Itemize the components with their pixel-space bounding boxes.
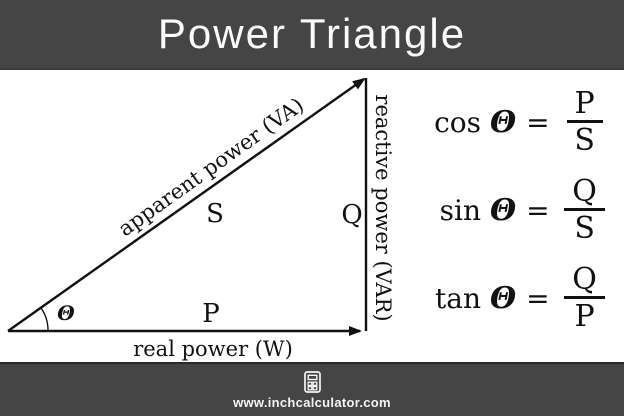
angle-theta-label: Θ (57, 301, 75, 325)
equation-tan: tan Θ = Q P (425, 254, 620, 342)
theta-symbol: Θ (490, 192, 517, 228)
header-banner: Power Triangle (0, 0, 624, 70)
equation-sin: sin Θ = Q S (425, 166, 620, 254)
fraction-denominator: S (574, 123, 595, 158)
real-power-label: real power (W) (133, 337, 293, 361)
fraction-denominator: P (574, 299, 595, 334)
equations-panel: cos Θ = P S sin Θ = Q S tan Θ = Q P (425, 78, 620, 342)
website-url: www.inchcalculator.com (233, 394, 391, 410)
footer-banner: www.inchcalculator.com (0, 362, 624, 416)
theta-symbol: Θ (490, 104, 517, 140)
symbol-q: Q (341, 200, 363, 230)
symbol-p: P (202, 299, 220, 329)
page-title: Power Triangle (157, 10, 467, 57)
fraction: Q P (562, 263, 608, 334)
fraction-denominator: S (574, 211, 595, 246)
symbol-s: S (206, 199, 224, 229)
function-name: tan (435, 281, 481, 315)
equals-sign: = (526, 105, 550, 139)
fraction-numerator: Q (564, 175, 605, 211)
angle-arc (40, 307, 49, 332)
theta-symbol: Θ (490, 280, 517, 316)
calculator-icon (303, 370, 321, 393)
apparent-power-vector (7, 77, 366, 332)
equals-sign: = (526, 193, 550, 227)
fraction: Q S (562, 175, 608, 246)
fraction-numerator: P (566, 87, 603, 123)
function-name: sin (439, 193, 481, 227)
fraction: P S (562, 87, 608, 158)
equation-cos: cos Θ = P S (425, 78, 620, 166)
function-name: cos (434, 105, 481, 139)
equals-sign: = (526, 281, 550, 315)
fraction-numerator: Q (564, 263, 605, 299)
reactive-power-label: reactive power (VAR) (371, 94, 395, 322)
